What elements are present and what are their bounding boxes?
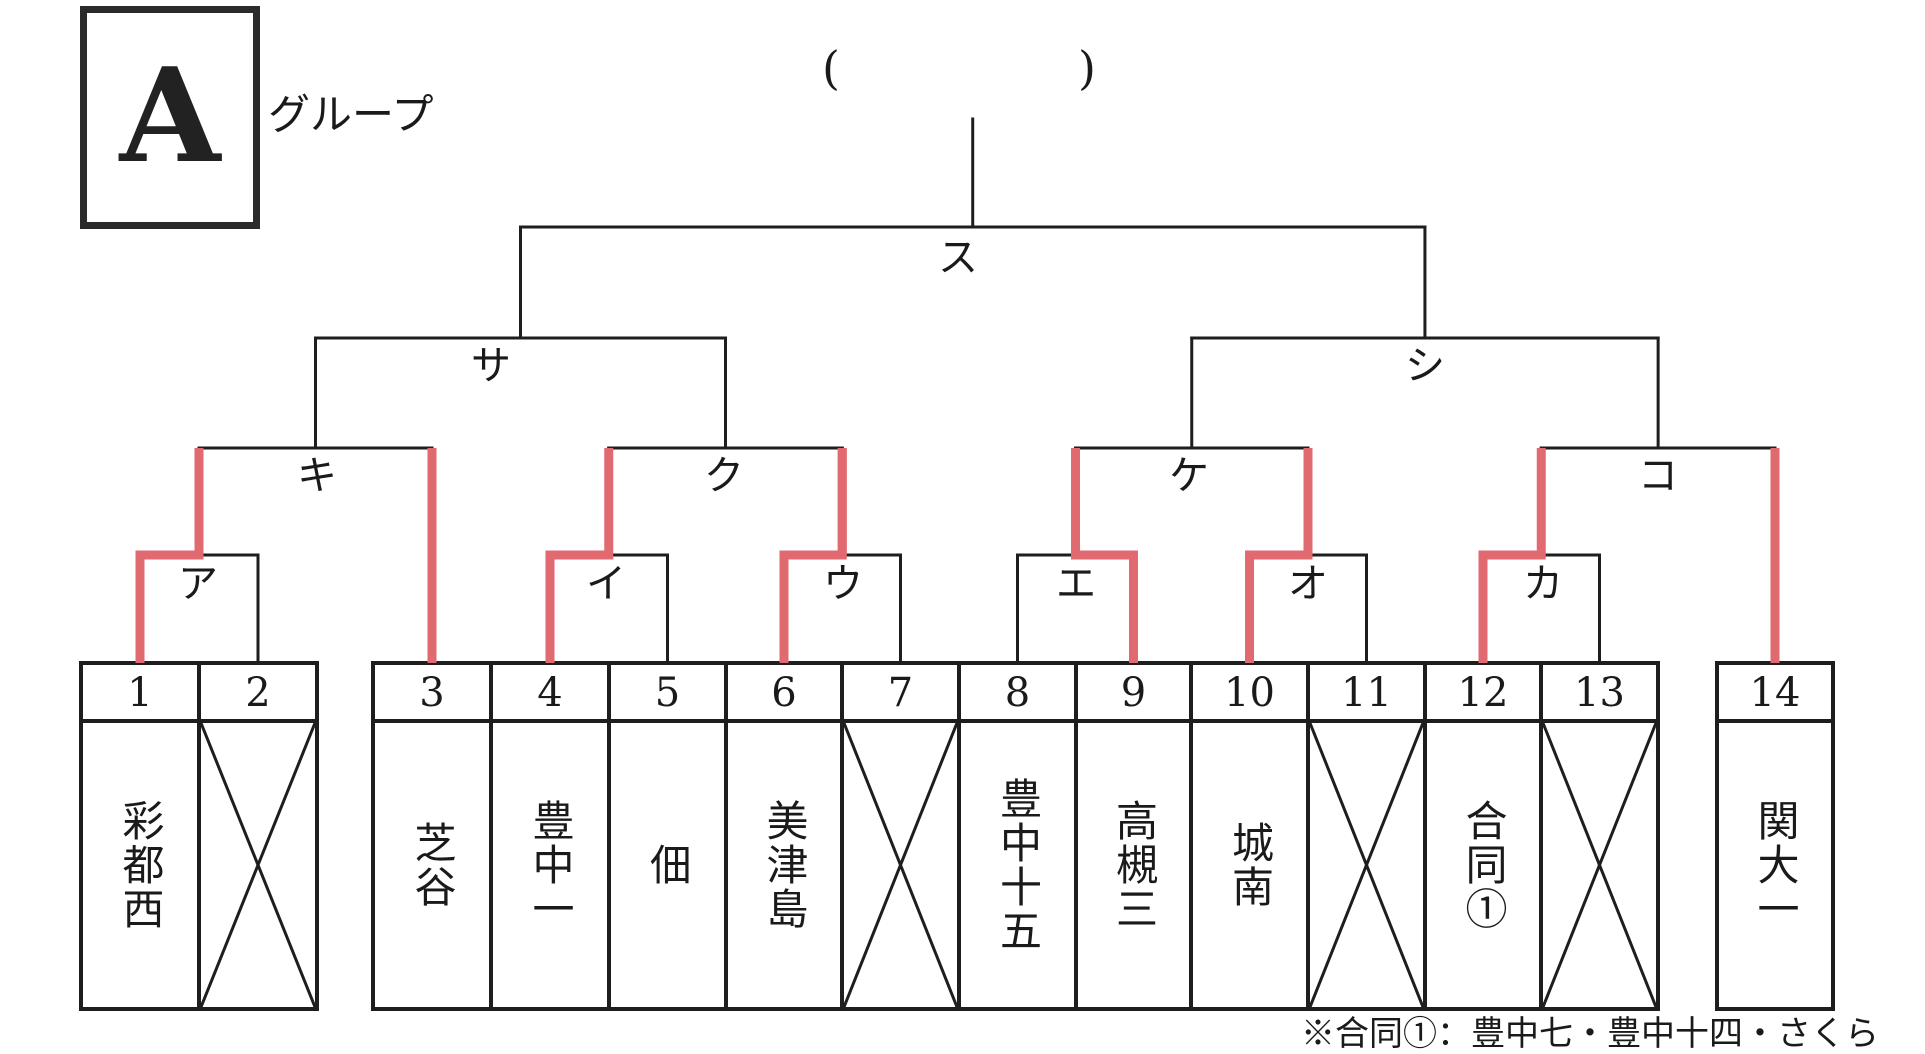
winner-path [1245, 448, 1313, 663]
seed-number: 2 [245, 670, 271, 716]
seed-number: 4 [537, 670, 563, 716]
team-slot: 美津島 [726, 721, 842, 1009]
group-letter: A [119, 39, 221, 192]
team-name: 関大一 [1751, 799, 1800, 931]
match-label-semi-right: シ [1405, 343, 1445, 389]
bye-cross-line [842, 721, 959, 1009]
seed-number: 3 [419, 670, 445, 716]
team-slot: 高槻三 [1076, 721, 1191, 1009]
team-name: 美津島 [760, 799, 809, 931]
seed-number: 13 [1574, 670, 1625, 716]
footnote: ※合同①：豊中七・豊中十四・さくら [1301, 1014, 1879, 1054]
group-badge: A [80, 6, 260, 229]
seed-number: 9 [1120, 670, 1147, 716]
team-name: 豊中十五 [993, 777, 1043, 953]
match-label-r2: コ [1638, 453, 1678, 499]
winner-path [779, 448, 847, 663]
seed-number: 6 [771, 670, 797, 716]
match-label-r1: イ [586, 561, 626, 607]
team-slot: 城南 [1191, 721, 1308, 1009]
team-name: 合同① [1459, 799, 1508, 931]
team-slot: 豊中一 [491, 721, 609, 1009]
team-slot: 彩都西 [81, 721, 199, 1009]
team-name: 城南 [1225, 821, 1275, 909]
bye-cross-line [199, 721, 317, 1009]
team-slot: 豊中十五 [959, 721, 1076, 1009]
match-label-semi-left: サ [471, 343, 511, 389]
match-label-final: ス [938, 235, 978, 281]
seed-number: 12 [1457, 670, 1509, 716]
team-name: 彩都西 [116, 799, 165, 931]
match-label-r1: カ [1523, 561, 1563, 607]
seed-number: 1 [127, 670, 153, 716]
team-slot: 関大一 [1717, 721, 1833, 1009]
winner-paren-open: ( [822, 41, 840, 95]
seed-number: 7 [887, 670, 914, 716]
team-name: 高槻三 [1109, 799, 1159, 931]
seed-number: 14 [1749, 670, 1801, 716]
group-label: グループ [268, 90, 434, 139]
team-box-group [371, 661, 1660, 1011]
team-slot: 佃 [609, 721, 726, 1009]
seed-number: 5 [654, 670, 681, 716]
seed-number: 10 [1224, 670, 1275, 716]
match-label-r1: オ [1288, 561, 1328, 607]
winner-path [545, 448, 614, 663]
team-slot: 合同① [1425, 721, 1541, 1009]
match-label-r1: ウ [823, 561, 863, 607]
match-label-r2: ケ [1169, 453, 1209, 499]
seed-number: 11 [1341, 670, 1392, 716]
match-label-r2: キ [297, 453, 337, 499]
match-label-r2: ク [704, 453, 744, 499]
bye-cross-line [1308, 721, 1425, 1009]
team-name: 佃 [643, 843, 693, 887]
bye-cross-line [1541, 721, 1658, 1009]
winner-path [1478, 448, 1546, 663]
team-name: 芝谷 [408, 821, 457, 909]
match-label-r1: エ [1056, 561, 1096, 607]
team-name: 豊中一 [526, 799, 575, 931]
winner-paren-close: ) [1078, 41, 1096, 95]
seed-number: 8 [1004, 670, 1031, 716]
team-slot: 芝谷 [373, 721, 491, 1009]
winner-path [1071, 448, 1138, 663]
match-label-r1: ア [178, 561, 218, 607]
winner-path [135, 448, 204, 663]
